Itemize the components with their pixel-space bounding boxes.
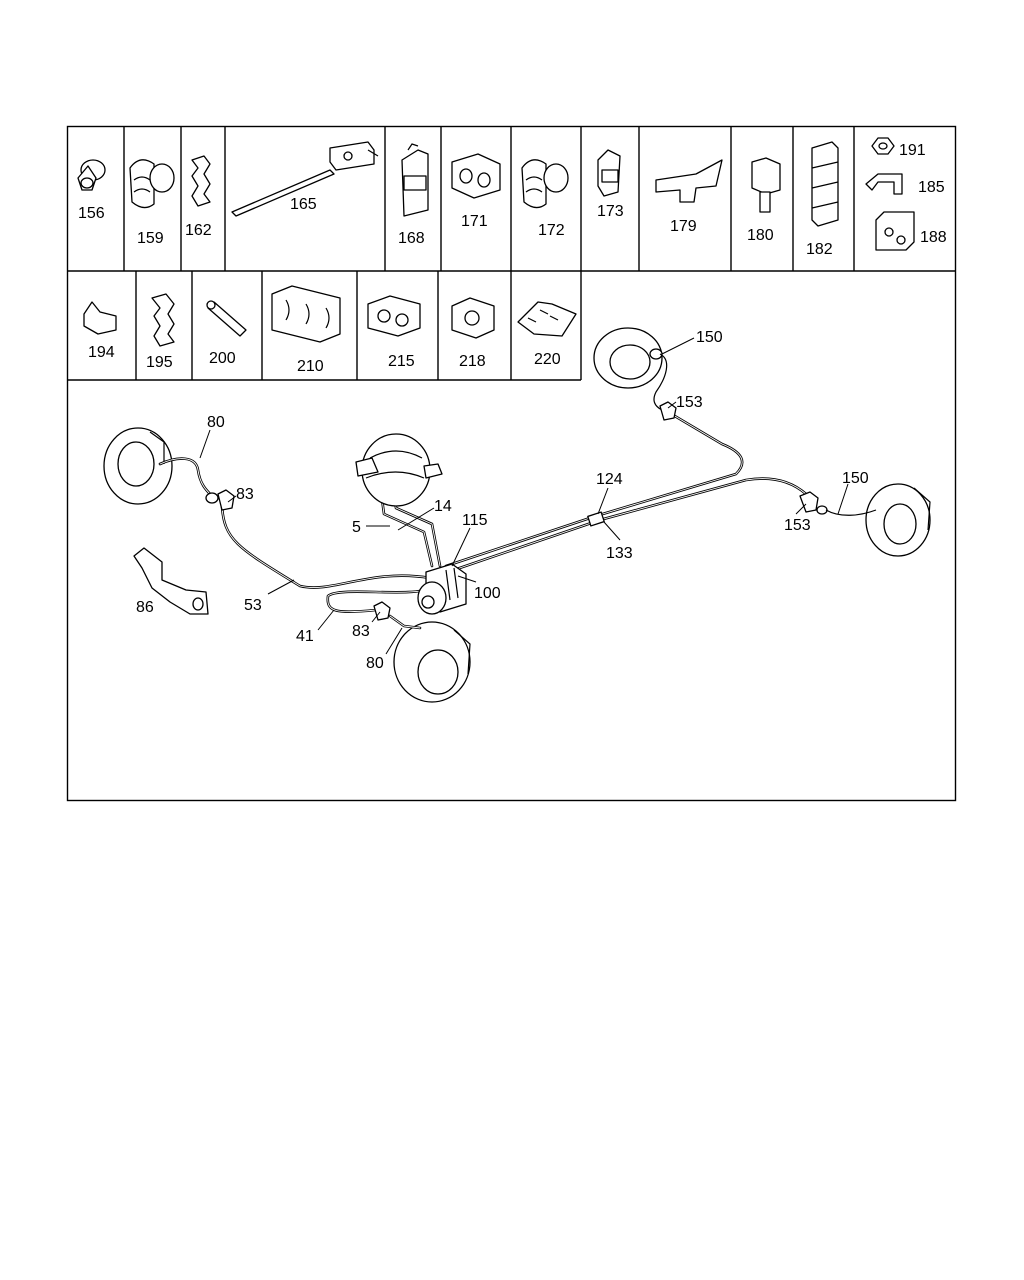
part-156-drawing xyxy=(77,159,106,191)
callout-5: 5 xyxy=(352,519,361,536)
callout-115: 115 xyxy=(462,512,488,529)
part-label-185: 185 xyxy=(918,179,945,196)
part-180-drawing xyxy=(751,157,781,213)
callout-14: 14 xyxy=(434,498,452,515)
part-label-156: 156 xyxy=(78,205,105,222)
part-191-drawing xyxy=(871,137,895,155)
part-210-drawing xyxy=(271,285,341,343)
callout-83-left: 83 xyxy=(236,486,254,503)
callout-86: 86 xyxy=(136,599,154,616)
part-200-drawing xyxy=(206,300,247,337)
callout-124: 124 xyxy=(596,471,623,488)
callout-133: 133 xyxy=(606,545,633,562)
part-220-drawing xyxy=(517,301,577,337)
part-171-drawing xyxy=(451,153,501,199)
rear-top-brake-disc xyxy=(593,327,677,421)
callout-53: 53 xyxy=(244,597,262,614)
part-label-172: 172 xyxy=(538,222,565,239)
right-front-brake-disc xyxy=(373,601,471,703)
callout-83-bottom: 83 xyxy=(352,623,370,640)
part-label-218: 218 xyxy=(459,353,486,370)
part-218-drawing xyxy=(451,297,495,339)
part-173-drawing xyxy=(597,149,621,197)
callout-100: 100 xyxy=(474,585,501,602)
part-215-drawing xyxy=(367,295,421,337)
part-label-179: 179 xyxy=(670,218,697,235)
rear-right-brake-disc xyxy=(799,483,931,557)
part-195-drawing xyxy=(151,293,175,347)
part-165-drawing xyxy=(231,141,379,217)
callout-80-left: 80 xyxy=(207,414,225,431)
part-159-drawing xyxy=(129,159,175,209)
abs-hydraulic-unit xyxy=(417,563,467,615)
part-182-drawing xyxy=(811,141,839,227)
callout-153-top: 153 xyxy=(676,394,703,411)
bracket-86 xyxy=(133,547,209,615)
part-188-drawing xyxy=(875,211,915,251)
part-label-195: 195 xyxy=(146,354,173,371)
part-label-165: 165 xyxy=(290,196,317,213)
part-label-188: 188 xyxy=(920,229,947,246)
part-label-194: 194 xyxy=(88,344,115,361)
brake-booster xyxy=(355,433,443,507)
part-185-drawing xyxy=(865,173,903,195)
left-front-brake-disc xyxy=(103,427,219,505)
part-label-200: 200 xyxy=(209,350,236,367)
brake-pipes xyxy=(220,410,808,614)
part-179-drawing xyxy=(655,159,723,203)
part-label-159: 159 xyxy=(137,230,164,247)
part-label-168: 168 xyxy=(398,230,425,247)
part-label-182: 182 xyxy=(806,241,833,258)
part-label-215: 215 xyxy=(388,353,415,370)
part-label-171: 171 xyxy=(461,213,488,230)
leader-lines xyxy=(199,337,849,655)
part-label-210: 210 xyxy=(297,358,324,375)
part-194-drawing xyxy=(83,301,117,335)
part-label-220: 220 xyxy=(534,351,561,368)
part-label-162: 162 xyxy=(185,222,212,239)
callout-41: 41 xyxy=(296,628,314,645)
part-162-drawing xyxy=(191,155,211,207)
callout-150-right: 150 xyxy=(842,470,869,487)
part-label-191: 191 xyxy=(899,142,926,159)
part-172-drawing xyxy=(521,159,569,209)
diagram-frame xyxy=(66,125,957,802)
callout-153-right: 153 xyxy=(784,517,811,534)
left-clip-83 xyxy=(217,489,235,511)
callout-80-bottom: 80 xyxy=(366,655,384,672)
callout-150-top: 150 xyxy=(696,329,723,346)
part-168-drawing xyxy=(401,143,429,217)
part-label-173: 173 xyxy=(597,203,624,220)
part-label-180: 180 xyxy=(747,227,774,244)
